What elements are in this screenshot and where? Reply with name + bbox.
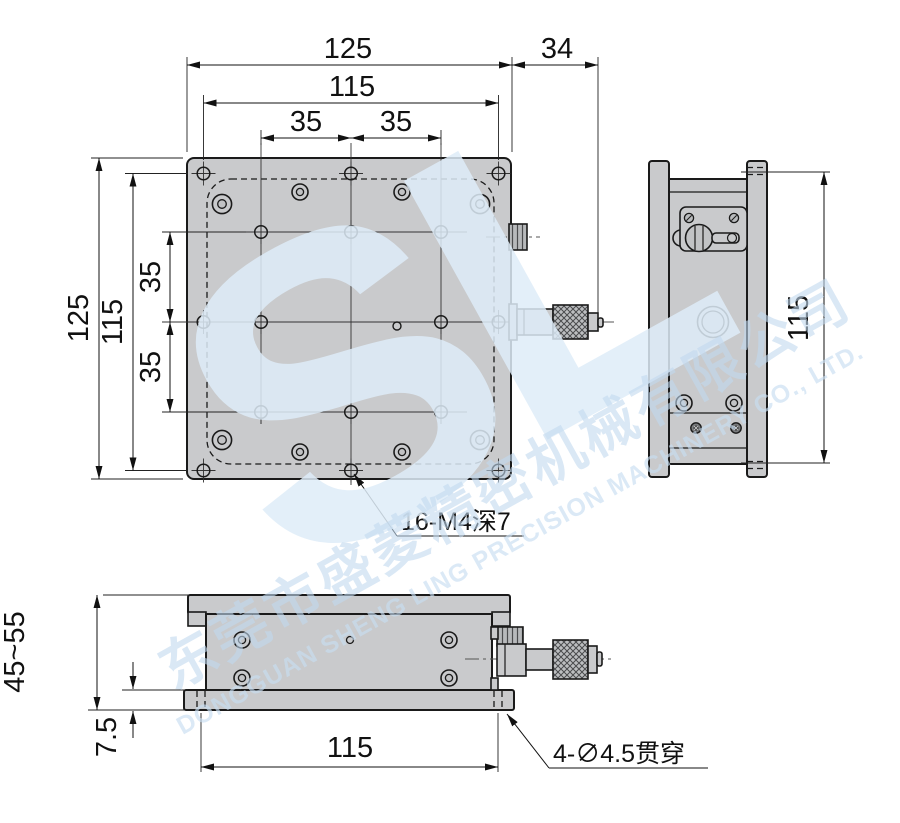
side-view [648, 160, 768, 478]
note-tapped-holes: 16-M4深7 [401, 508, 511, 536]
pin-hole [392, 321, 402, 331]
dim-overall-height: 125 [63, 294, 95, 342]
dim-height-range: 45~55 [0, 611, 31, 692]
side-top-plate-edge [648, 160, 670, 478]
front-top-plate [187, 594, 511, 615]
dim-side-mount-span: 115 [783, 295, 815, 341]
dim-base-thickness: 7.5 [91, 717, 123, 757]
base-hidden-holes [196, 691, 503, 709]
dim-overall-width: 125 [324, 33, 372, 65]
dim-pitch-x1: 35 [290, 106, 322, 138]
top-view [162, 143, 614, 485]
side-base-edge [746, 160, 768, 478]
note-through-holes: 4-∅4.5贯穿 [553, 740, 685, 768]
dim-micrometer-ext: 34 [541, 33, 573, 65]
dim-platform-width: 115 [329, 71, 375, 103]
dim-pitch-y1: 35 [135, 261, 167, 293]
lock-mechanism [672, 206, 748, 253]
dim-pitch-y2: 35 [135, 351, 167, 383]
leader-notes: 16-M4深7 4-∅4.5贯穿 [353, 473, 708, 769]
hidden-holes [747, 166, 767, 470]
micrometer-front [490, 626, 603, 691]
front-screws [233, 631, 458, 687]
dim-front-mount-span: 115 [327, 732, 373, 764]
front-view [183, 594, 614, 711]
dim-platform-height: 115 [97, 299, 129, 345]
top-plate [186, 157, 512, 480]
dim-pitch-x2: 35 [380, 106, 412, 138]
front-base [183, 689, 515, 711]
lock-knob [508, 223, 528, 251]
micrometer-top [508, 303, 604, 341]
dimensions: 125 34 115 35 35 125 115 35 35 115 45~55… [0, 33, 830, 772]
front-lock-knob [496, 626, 524, 647]
